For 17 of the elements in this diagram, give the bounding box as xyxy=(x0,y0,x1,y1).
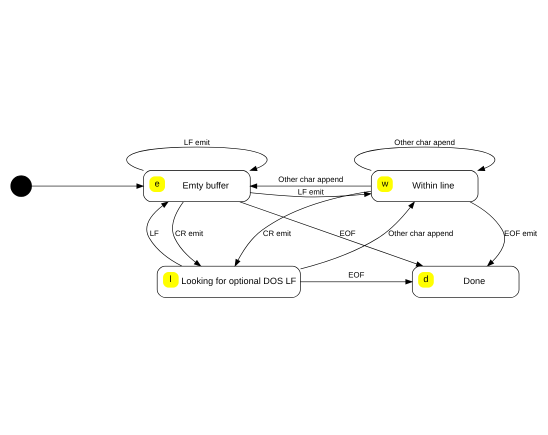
arrow xyxy=(31,182,144,188)
node-circle xyxy=(10,174,32,196)
arrow xyxy=(239,201,424,266)
arrow xyxy=(172,200,202,266)
arrow xyxy=(300,278,414,284)
arrow xyxy=(126,146,268,170)
arrow xyxy=(146,200,182,266)
arrow xyxy=(354,146,496,170)
node-box: w Within line xyxy=(370,170,478,202)
arrow xyxy=(470,200,505,266)
arrow xyxy=(249,182,372,188)
arrow xyxy=(300,200,416,269)
node-box: d Done xyxy=(412,265,520,298)
arrow xyxy=(250,191,372,197)
arrow xyxy=(234,190,372,266)
node-box: e Emty buffer xyxy=(143,170,251,202)
node-box: l Looking for optional DOS LF xyxy=(156,265,301,298)
